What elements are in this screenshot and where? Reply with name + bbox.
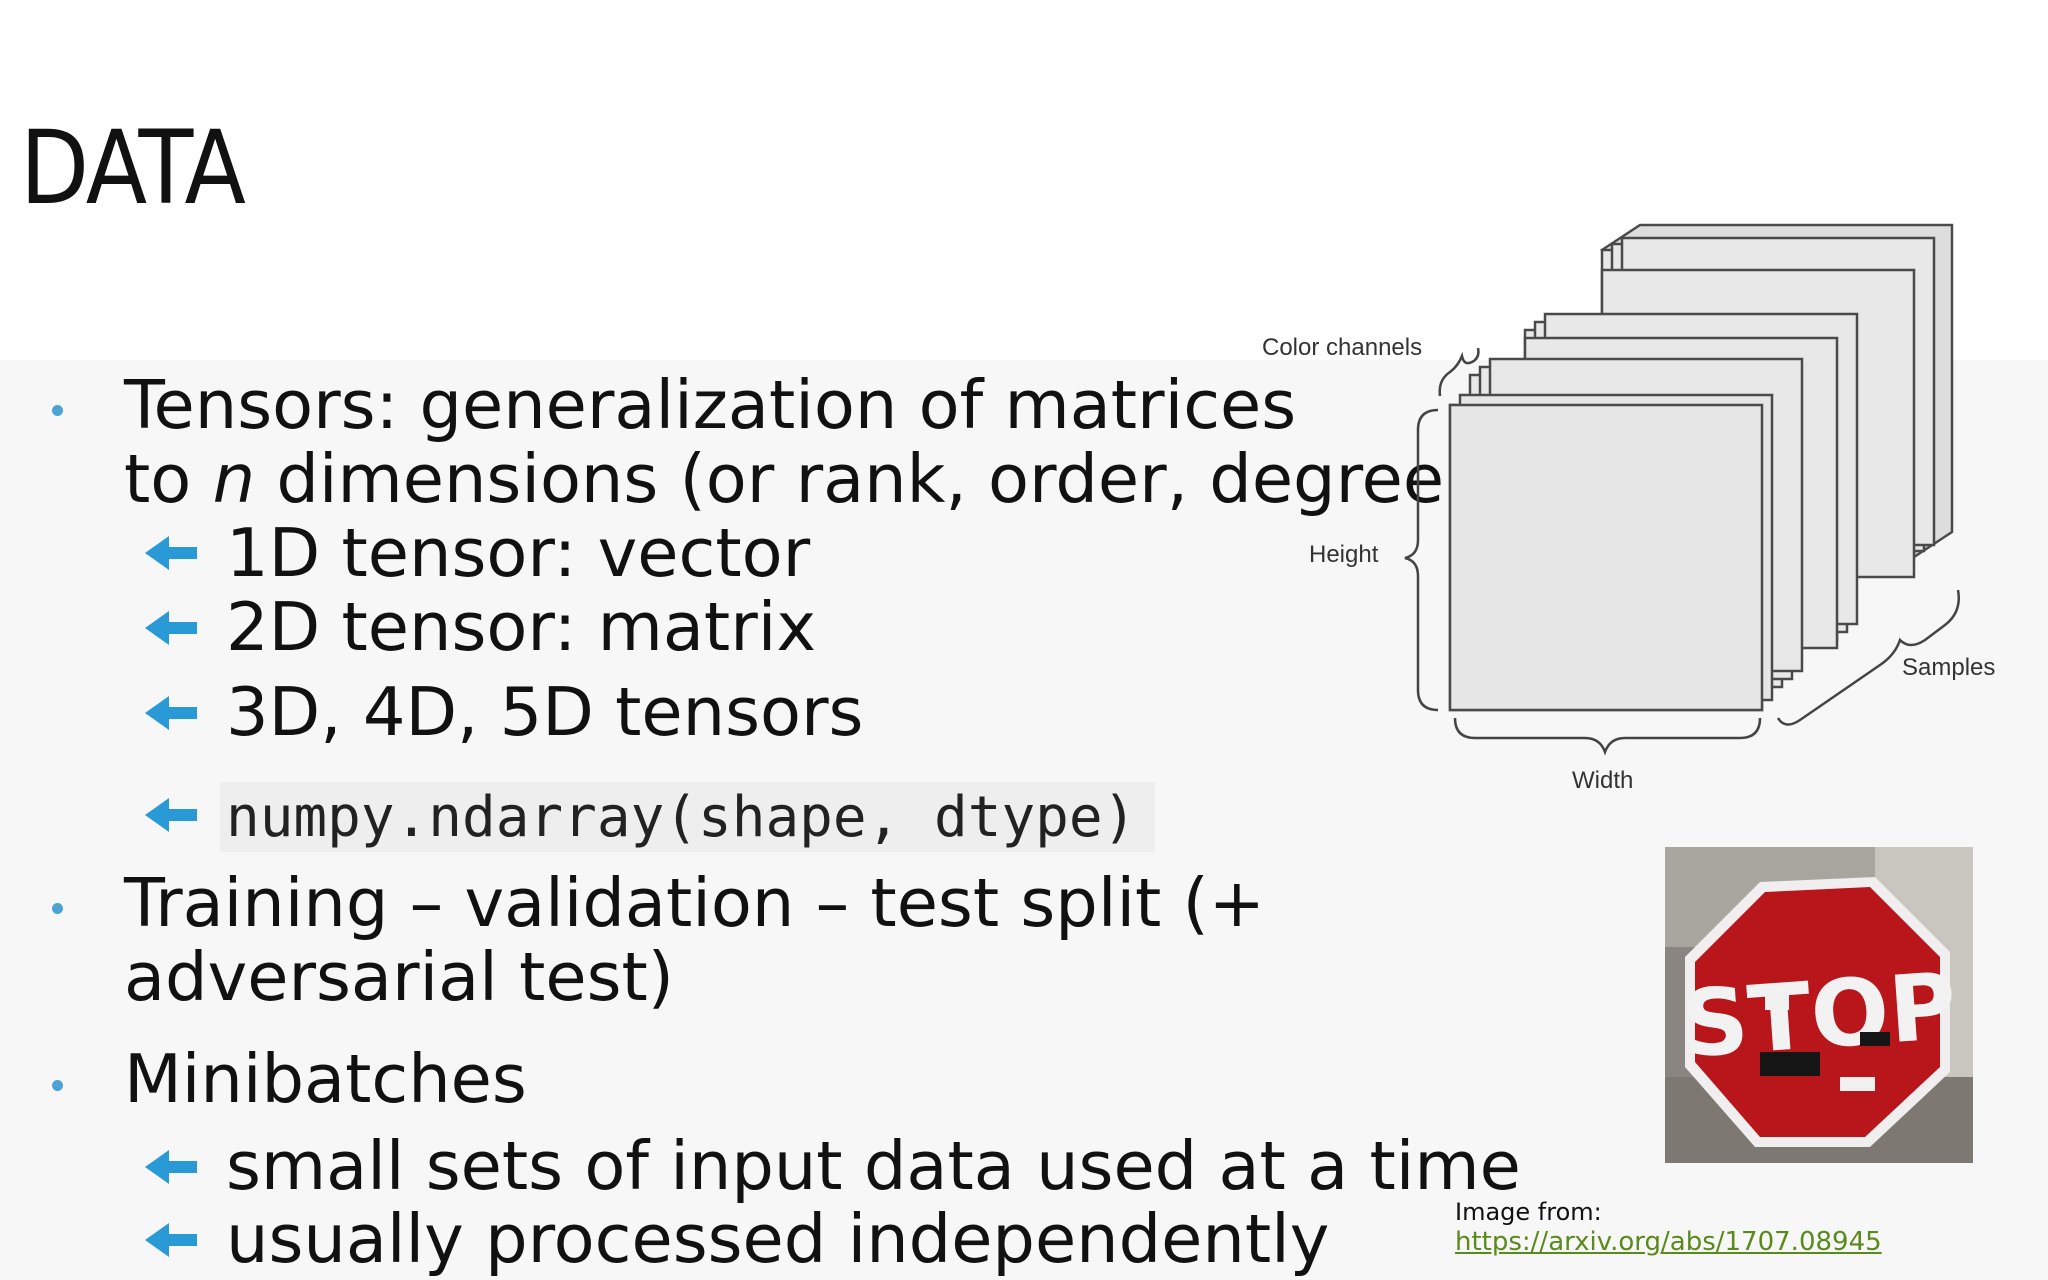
bullet-dot: [52, 405, 63, 416]
code-highlight: [220, 782, 1155, 852]
bullet-dot: [52, 1080, 63, 1091]
arrow-left-icon: [145, 536, 197, 570]
arrow-left-icon: [145, 1223, 197, 1257]
sub-3d-tensors: 3D, 4D, 5D tensors: [226, 673, 864, 751]
stop-sign-photo: STOP: [1665, 847, 1973, 1163]
arrow-left-icon: [145, 798, 197, 832]
arrow-left-icon: [145, 696, 197, 730]
diagram-label-color-channels: Color channels: [1262, 334, 1422, 361]
sub-1d-tensor: 1D tensor: vector: [226, 514, 811, 592]
stop-sticker: [1765, 992, 1789, 1010]
diagram-label-samples: Samples: [1902, 654, 1995, 681]
bullet-dot: [52, 903, 63, 914]
sub-processed-independently: usually processed independently: [226, 1200, 1330, 1278]
slide-title: DATA: [20, 109, 246, 228]
stop-sticker: [1860, 1032, 1890, 1046]
tensors-line-1: Tensors: generalization of matrices: [124, 366, 1297, 444]
tensors-line-2-pre: to: [124, 440, 213, 518]
diagram-label-height: Height: [1309, 541, 1379, 568]
stop-sticker: [1840, 1077, 1875, 1091]
arrow-left-icon: [145, 611, 197, 645]
tensors-line-2: to n dimensions (or rank, order, degree): [124, 446, 1470, 513]
stop-sticker: [1760, 1052, 1820, 1076]
image-credit-link[interactable]: https://arxiv.org/abs/1707.08945: [1455, 1227, 1882, 1257]
sub-small-sets: small sets of input data used at a time: [226, 1127, 1521, 1205]
arrow-left-icon: [145, 1150, 197, 1184]
split-line-2: adversarial test): [124, 938, 674, 1016]
image-credit-label: Image from:: [1455, 1198, 1602, 1226]
tensors-variable-n: n: [212, 440, 256, 518]
split-line-1: Training – validation – test split (+: [124, 864, 1265, 942]
minibatches-heading: Minibatches: [124, 1040, 527, 1118]
sub-2d-tensor: 2D tensor: matrix: [226, 588, 817, 666]
tensor-stack-diagram: Color channels Height Width Samples: [1262, 223, 1995, 794]
diagram-label-width: Width: [1572, 767, 1633, 794]
sub-numpy-code: numpy.ndarray(shape, dtype): [226, 785, 1137, 850]
tensors-line-2-post: dimensions (or rank, order, degree): [255, 440, 1471, 518]
